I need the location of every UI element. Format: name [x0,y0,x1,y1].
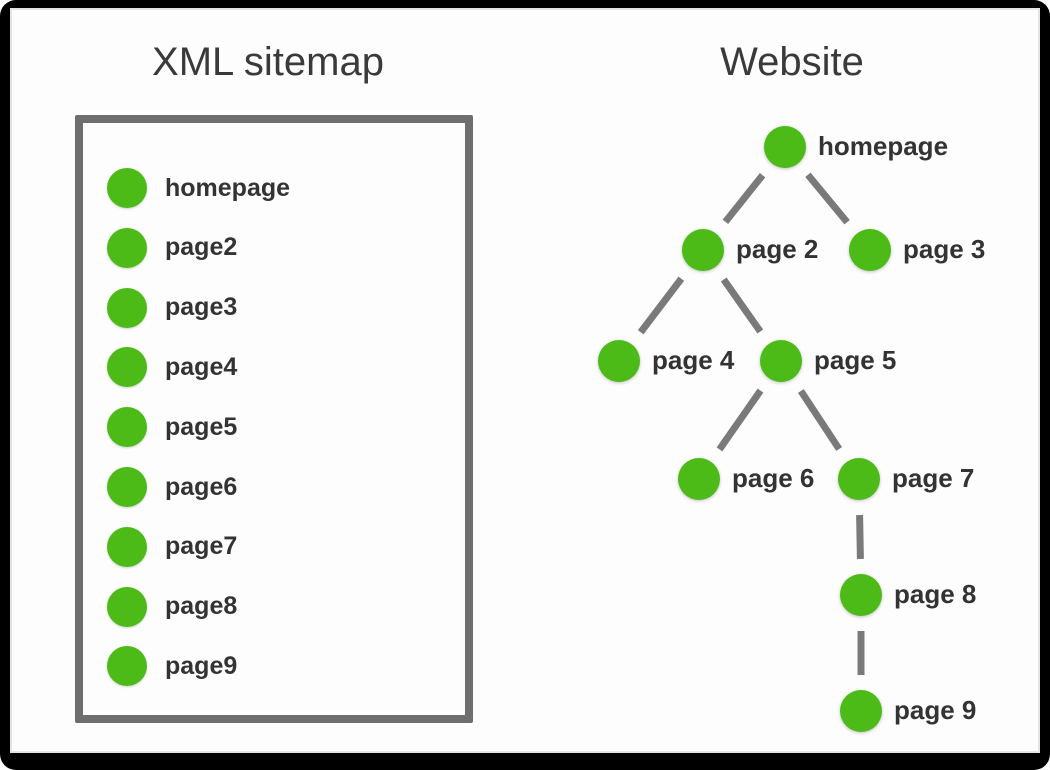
sitemap-item-label: page7 [165,532,238,561]
tree-node-label-page5: page 5 [814,344,897,375]
diagram-canvas [10,8,1040,753]
sitemap-item-page7: page7 [107,526,237,568]
sitemap-item-label: page4 [165,352,238,381]
sitemap-bullet-icon [107,586,147,627]
sitemap-item-page9: page9 [107,645,237,687]
sitemap-item-label: page5 [165,412,238,441]
sitemap-item-page3: page3 [107,287,237,329]
xml-sitemap-title: XML sitemap [152,40,384,84]
sitemap-item-label: page3 [165,293,238,322]
tree-node-label-page2: page 2 [736,233,819,264]
sitemap-bullet-icon [107,407,147,448]
sitemap-bullet-icon [107,467,147,507]
sitemap-item-homepage: homepage [107,167,290,209]
sitemap-box [75,115,473,723]
tree-node-label-page6: page 6 [732,462,815,493]
sitemap-item-label: homepage [165,173,291,202]
tree-node-page5 [760,340,802,382]
sitemap-item-page4: page4 [107,346,237,388]
tree-node-label-homepage: homepage [818,130,949,161]
sitemap-item-label: page9 [165,651,238,680]
sitemap-bullet-icon [107,227,147,268]
sitemap-item-page2: page2 [107,227,237,269]
sitemap-item-page5: page5 [107,406,237,448]
sitemap-bullet-icon [107,347,147,388]
website-title: Website [720,40,864,84]
tree-node-label-page4: page 4 [652,344,735,375]
sitemap-bullet-icon [107,168,147,208]
tree-node-page7 [838,458,880,500]
tree-node-page4 [598,340,640,382]
tree-node-label-page8: page 8 [894,578,977,609]
tree-node-homepage [764,126,806,168]
sitemap-bullet-icon [107,287,147,328]
sitemap-item-label: page6 [165,472,238,501]
tree-node-page9 [840,690,882,732]
tree-node-page2 [682,229,724,271]
sitemap-bullet-icon [107,646,147,687]
tree-node-page3 [849,229,891,271]
tree-node-page8 [840,574,882,616]
tree-node-label-page3: page 3 [903,233,986,264]
sitemap-item-label: page2 [165,233,238,262]
sitemap-item-page8: page8 [107,586,237,628]
tree-node-label-page7: page 7 [892,462,975,493]
sitemap-item-label: page8 [165,592,238,621]
sitemap-item-page6: page6 [107,466,237,508]
sitemap-bullet-icon [107,526,147,567]
tree-node-label-page9: page 9 [894,694,977,725]
tree-node-page6 [678,458,720,500]
